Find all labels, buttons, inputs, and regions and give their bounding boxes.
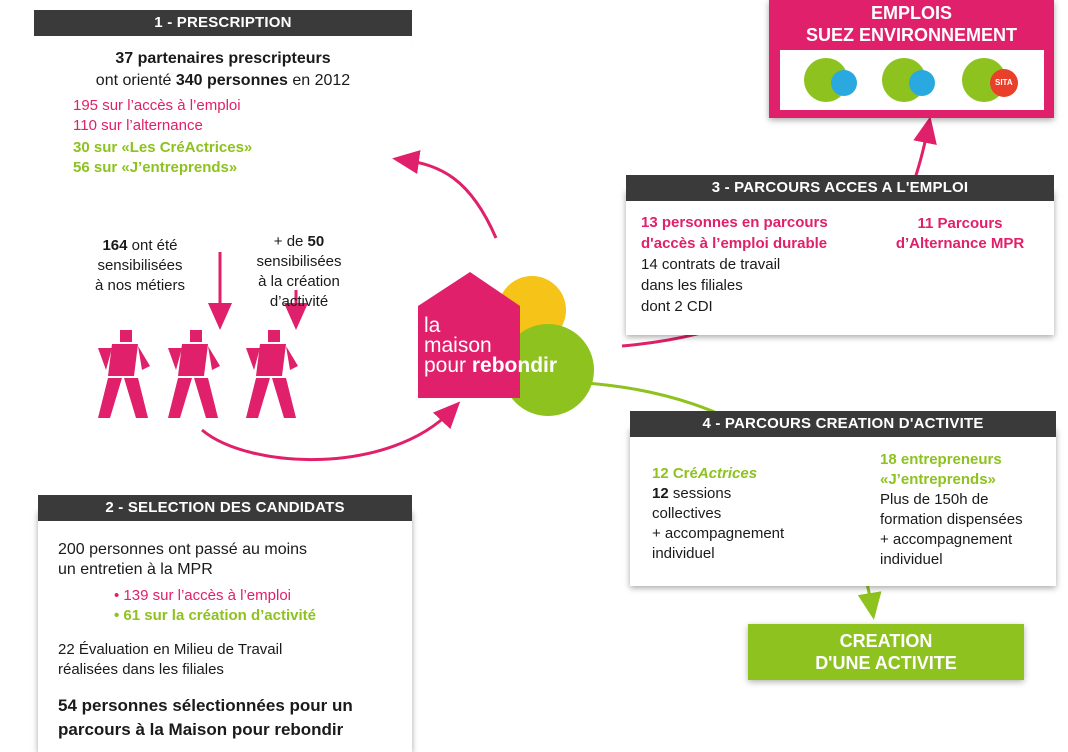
prescription-box xyxy=(34,40,412,208)
suez-logos xyxy=(804,58,1018,102)
sita-badge: SITA xyxy=(995,78,1013,87)
logo-text: la maison pour rebondir xyxy=(424,314,558,377)
acces-right: 11 Parcours d’Alternance MPR xyxy=(895,215,1025,252)
walking-figure-icon xyxy=(98,330,150,418)
prescription-line-3: 195 sur l’accès à l’emploi xyxy=(73,97,241,114)
stat-164: 164 ont été sensibilisées à nos métiers xyxy=(94,237,186,294)
creation-activite-box: CREATION D'UNE ACTIVITE xyxy=(748,624,1024,680)
selection-bullets: • 139 sur l’accès à l’emploi • 61 sur la… xyxy=(114,587,317,624)
selection-header: 2 - SELECTION DES CANDIDATS xyxy=(38,495,412,521)
arrow-to-prescription xyxy=(392,150,498,239)
acces-left: 13 personnes en parcours d'accès à l’emp… xyxy=(641,214,828,315)
arrow-to-logo xyxy=(201,401,461,462)
walking-figure-icon xyxy=(168,330,220,418)
acces-box xyxy=(626,190,1054,335)
prescription-details: 195 sur l’accès à l’emploi 110 sur l’alt… xyxy=(73,96,252,178)
prescription-content: 37 partenaires prescripteurs ont orienté… xyxy=(34,48,412,92)
emplois-logos-panel: SITA xyxy=(780,50,1044,110)
selection-evaluation: 22 Évaluation en Milieu de Travail réali… xyxy=(58,641,283,678)
selection-box xyxy=(38,510,412,752)
prescription-line-5: 30 sur «Les CréActrices» xyxy=(73,139,253,156)
creation-right: 18 entrepreneurs «J’entreprends» Plus de… xyxy=(880,451,1023,568)
selection-content: 200 personnes ont passé au moins un entr… xyxy=(58,541,308,578)
prescription-header: 1 - PRESCRIPTION xyxy=(34,10,412,36)
prescription-line-4: 110 sur l’alternance xyxy=(73,117,203,134)
creation-left: 12 CréActrices 12 sessions collectives +… xyxy=(652,465,785,562)
prescription-line-1: 37 partenaires prescripteurs xyxy=(115,50,331,67)
walking-figure-icon xyxy=(246,330,298,418)
prescription-line-6: 56 sur «J’entreprends» xyxy=(73,159,238,176)
acces-header: 3 - PARCOURS ACCES A L'EMPLOI xyxy=(626,175,1054,201)
creation-header: 4 - PARCOURS CREATION D'ACTIVITE xyxy=(630,411,1056,437)
creation-box xyxy=(630,428,1056,586)
selection-result: 54 personnes sélectionnées pour un parco… xyxy=(58,696,353,739)
stat-50: + de 50 sensibilisées à la création d’ac… xyxy=(256,233,342,310)
prescription-line-2: ont orienté 340 personnes en 2012 xyxy=(95,72,351,89)
emplois-suez-title: EMPLOIS SUEZ ENVIRONNEMENT xyxy=(805,3,1018,45)
